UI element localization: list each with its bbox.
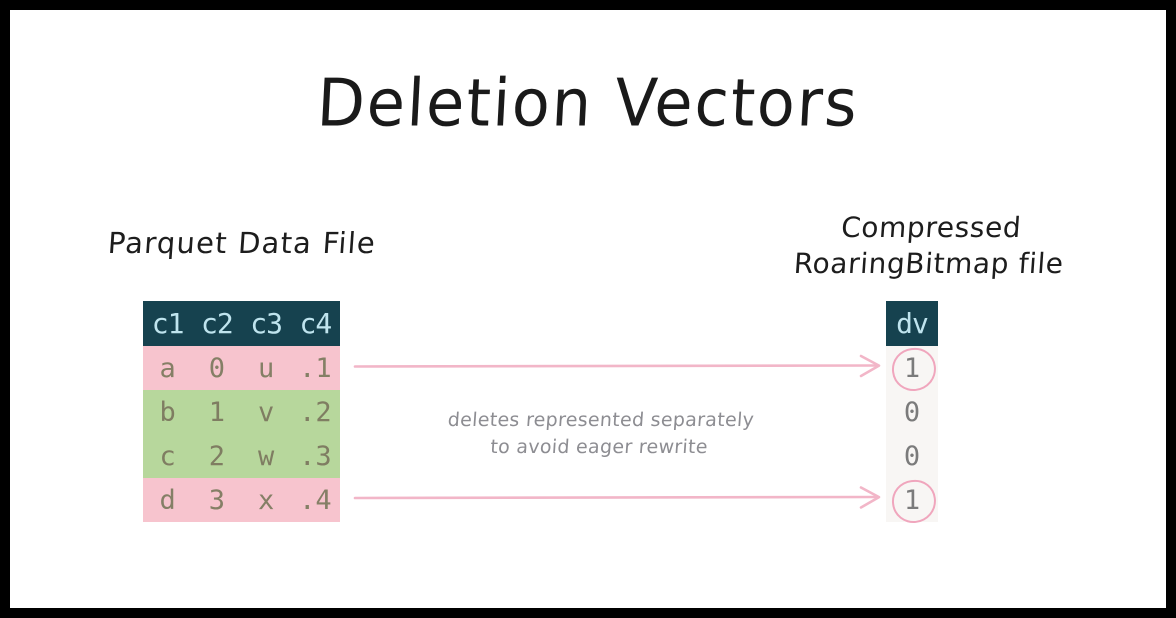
annotation-line1: deletes represented separately xyxy=(447,409,755,431)
diagram-canvas: Deletion Vectors Parquet Data File Compr… xyxy=(10,10,1166,608)
dv-value-0-circled: 1 xyxy=(903,352,921,384)
cell-r1-c4: .2 xyxy=(290,390,340,434)
arrow-row-a-to-dv-1 xyxy=(353,354,881,378)
roaring-bitmap-label-line1: Compressed xyxy=(840,211,1023,244)
dv-value-2: 0 xyxy=(903,440,921,472)
column-header-c4: c4 xyxy=(290,301,340,346)
dv-cell-2: 0 xyxy=(886,434,938,478)
cell-r0-c1: a xyxy=(143,346,193,390)
annotation-text: deletes represented separately to avoid … xyxy=(398,407,802,461)
cell-r1-c2: 1 xyxy=(192,390,242,434)
dv-value-3-circled: 1 xyxy=(903,484,921,516)
deletion-vector-table: dv 1 0 0 xyxy=(886,301,938,522)
dv-cell-1: 0 xyxy=(886,390,938,434)
cell-r2-c1: c xyxy=(143,434,193,478)
cell-r2-c2: 2 xyxy=(192,434,242,478)
cell-r3-c3: x xyxy=(241,478,291,522)
roaring-bitmap-file-label: Compressed RoaringBitmap file xyxy=(767,210,1092,282)
dv-cell-3: 1 xyxy=(886,478,938,522)
table-row: a 0 u .1 xyxy=(143,346,340,390)
table-row: c 2 w .3 xyxy=(143,434,340,478)
cell-r3-c1: d xyxy=(143,478,193,522)
cell-r0-c4: .1 xyxy=(290,346,340,390)
dv-row: 1 xyxy=(886,478,938,522)
dv-row: 0 xyxy=(886,390,938,434)
annotation-line2: to avoid eager rewrite xyxy=(489,436,709,458)
cell-r2-c4: .3 xyxy=(290,434,340,478)
roaring-bitmap-label-line2: RoaringBitmap file xyxy=(792,247,1065,280)
cell-r3-c4: .4 xyxy=(290,478,340,522)
cell-r1-c3: v xyxy=(241,390,291,434)
column-header-dv: dv xyxy=(886,301,938,346)
dv-row: 1 xyxy=(886,346,938,390)
table-header-row: c1 c2 c3 c4 xyxy=(143,301,340,346)
column-header-c3: c3 xyxy=(241,301,291,346)
dv-header-row: dv xyxy=(886,301,938,346)
parquet-data-table: c1 c2 c3 c4 a 0 u .1 b 1 v .2 xyxy=(143,301,340,522)
table-row: b 1 v .2 xyxy=(143,390,340,434)
dv-cell-0: 1 xyxy=(886,346,938,390)
cell-r1-c1: b xyxy=(143,390,193,434)
page-title: Deletion Vectors xyxy=(315,63,861,142)
arrow-row-d-to-dv-4 xyxy=(353,486,881,509)
cell-r0-c2: 0 xyxy=(192,346,242,390)
column-header-c1: c1 xyxy=(143,301,193,346)
table-row: d 3 x .4 xyxy=(143,478,340,522)
parquet-file-label: Parquet Data File xyxy=(106,226,378,260)
cell-r0-c3: u xyxy=(241,346,291,390)
cell-r2-c3: w xyxy=(241,434,291,478)
column-header-c2: c2 xyxy=(192,301,242,346)
dv-row: 0 xyxy=(886,434,938,478)
dv-value-1: 0 xyxy=(903,396,921,428)
cell-r3-c2: 3 xyxy=(192,478,242,522)
